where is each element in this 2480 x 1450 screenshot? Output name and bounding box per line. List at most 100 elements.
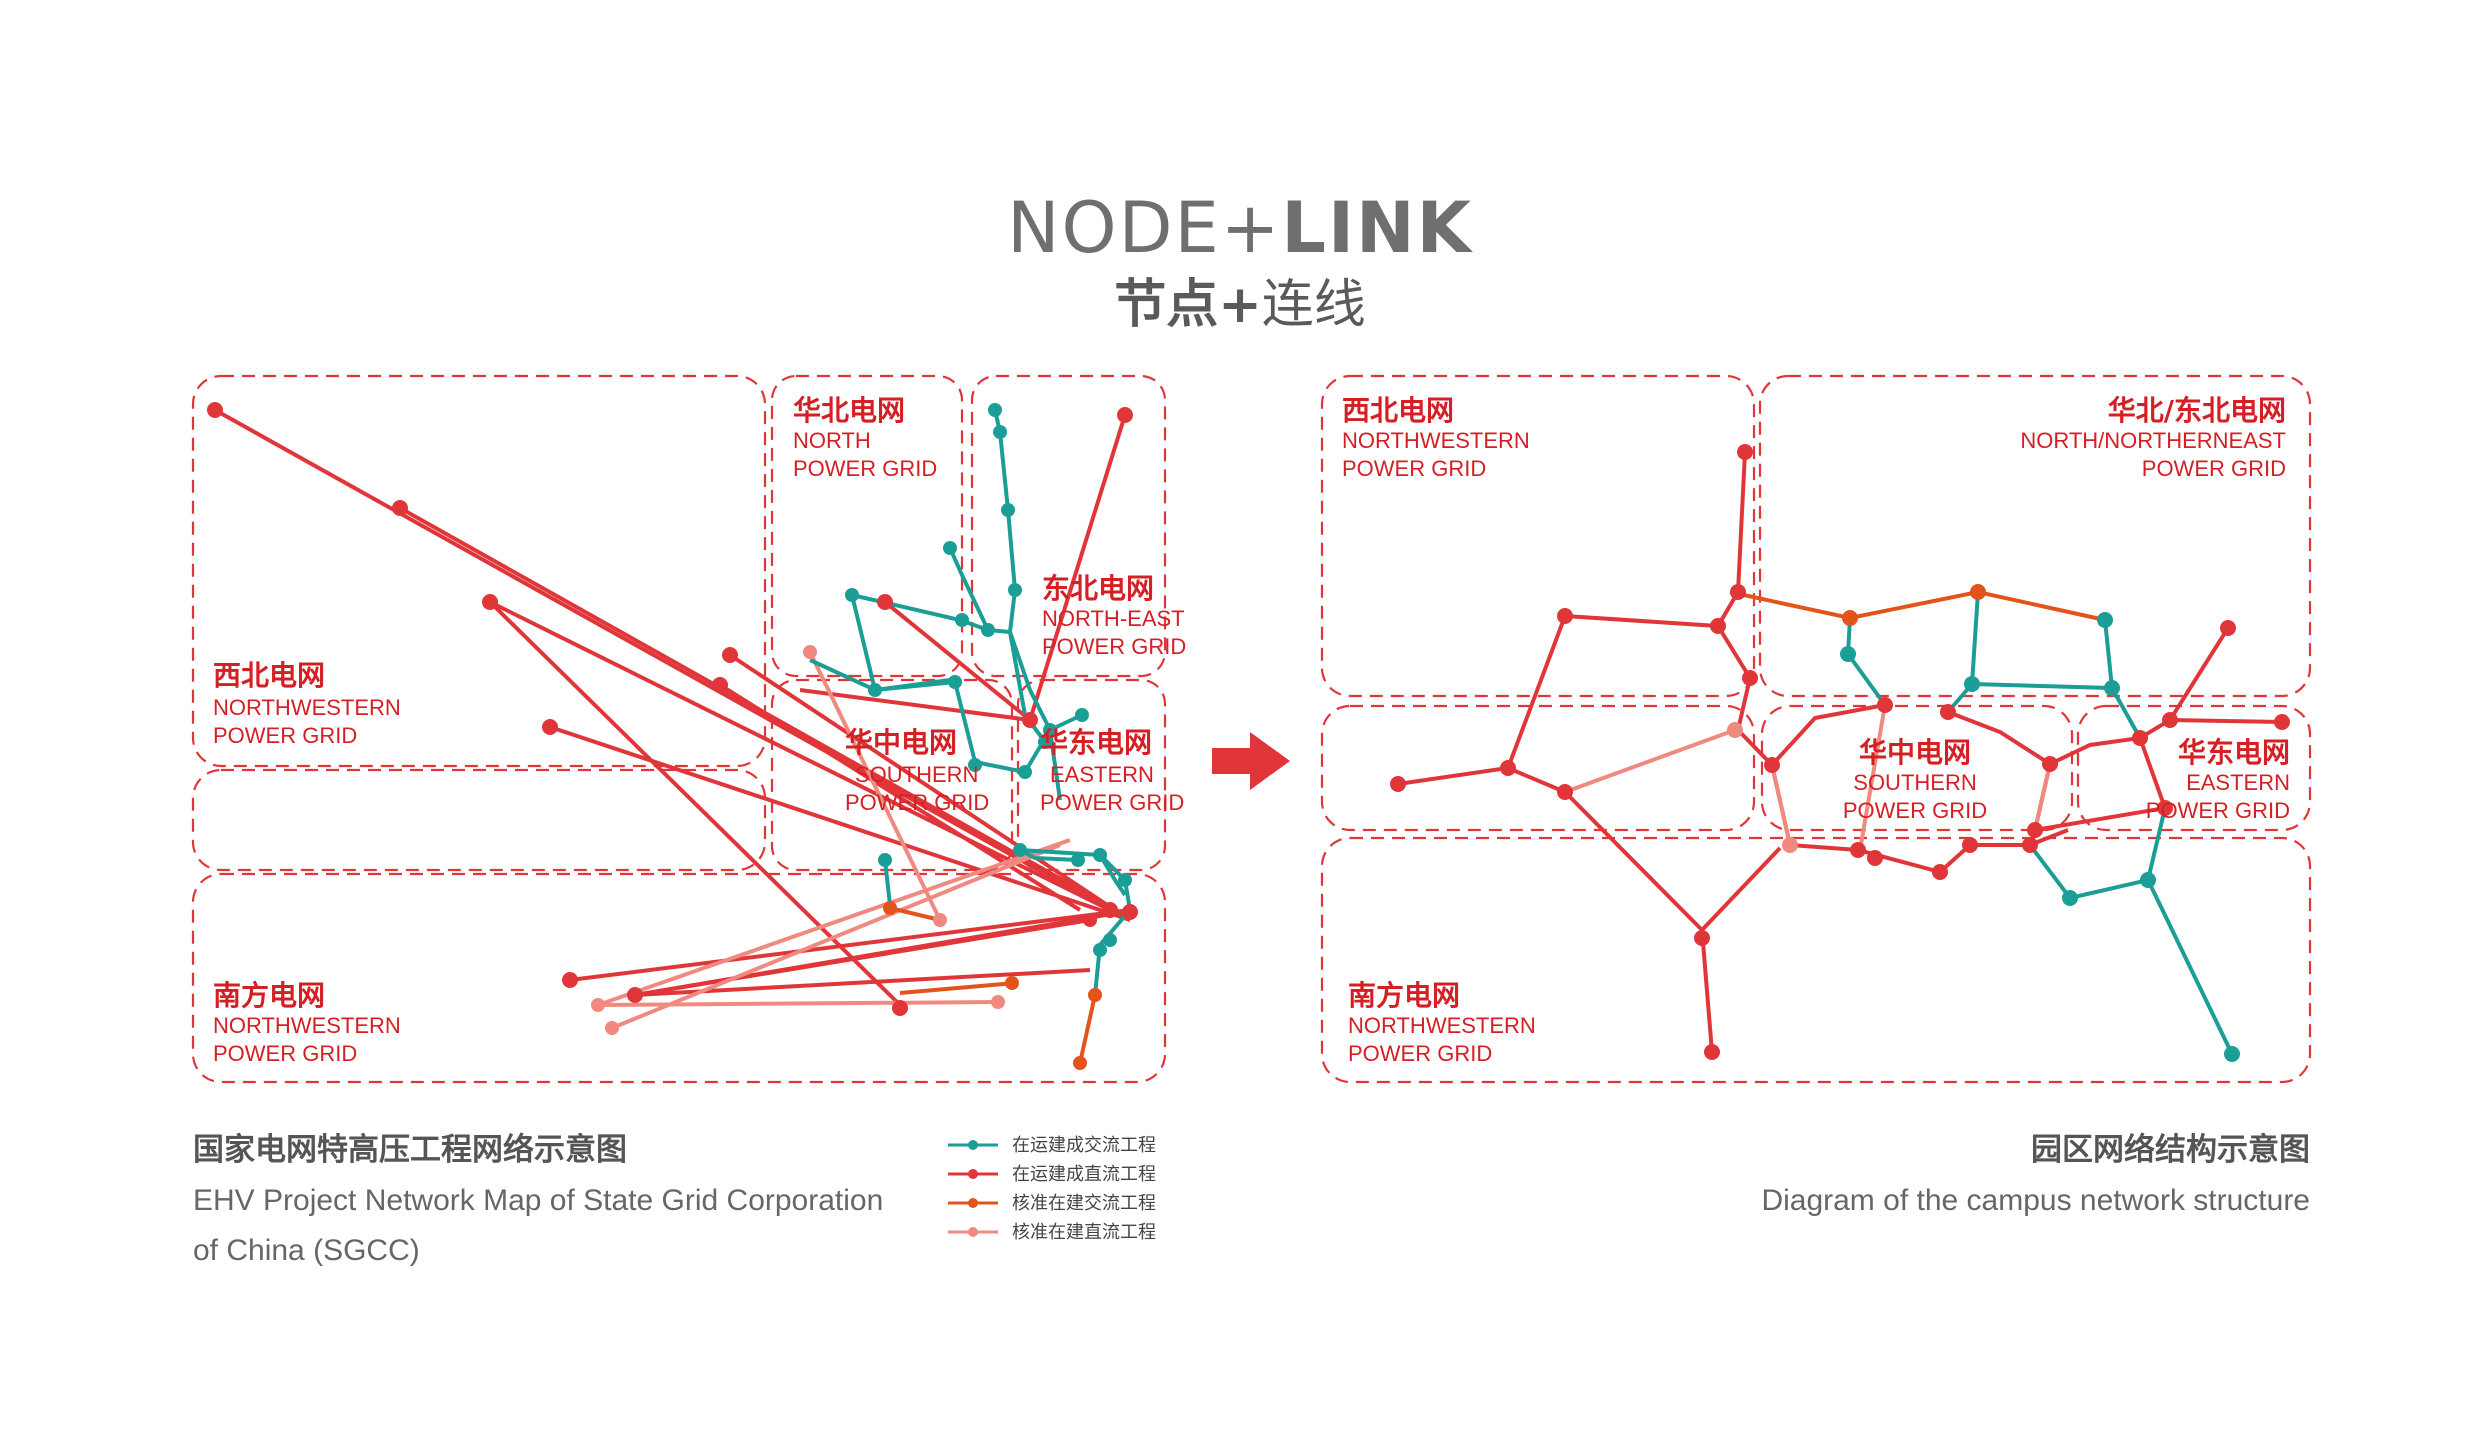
right-region-box-east [2076, 704, 2312, 832]
left-region-label-northwest: 西北电网 NORTHWESTERN POWER GRID [213, 659, 401, 748]
left-dc-approved-links [597, 651, 1071, 1030]
node-dc [1122, 904, 1138, 920]
node-ac [1001, 503, 1015, 517]
node-dc [1500, 760, 1516, 776]
node-dc [892, 1000, 908, 1016]
transform-arrow-icon [1212, 732, 1290, 790]
node-dc [1710, 618, 1726, 634]
legend-label: 在运建成交流工程 [1012, 1135, 1156, 1156]
node-dc [2220, 620, 2236, 636]
region-en: NORTH-EAST [1042, 606, 1185, 631]
dc-approved-link [597, 838, 1071, 1007]
node-ac [868, 683, 882, 697]
left-region-box-north [770, 374, 964, 678]
node-dc [712, 677, 728, 693]
region-zh: 南方电网 [213, 979, 325, 1012]
dc-approved-link [1564, 728, 1736, 794]
region-en: EASTERN [1050, 762, 1154, 787]
node-ac [1093, 848, 1107, 862]
left-caption-en-line2: of China (SGCC) [193, 1234, 420, 1267]
node-dc [1704, 1044, 1720, 1060]
region-en: SOUTHERN [1853, 770, 1976, 795]
dc-link [1028, 414, 1127, 721]
left-region-box-east [1016, 678, 1167, 872]
ac-link [1971, 619, 2115, 691]
node-dc [1867, 850, 1883, 866]
node-dc [1730, 584, 1746, 600]
ac-link [1946, 591, 1980, 714]
node-dc [1390, 776, 1406, 792]
region-en: POWER GRID [1342, 456, 1486, 481]
node-ac [943, 541, 957, 555]
dc-link [1770, 703, 1886, 767]
right-region-box-northwest [1320, 374, 1756, 698]
legend-swatch-dot [968, 1198, 978, 1208]
node-ac [2097, 612, 2113, 628]
region-en: POWER GRID [793, 456, 937, 481]
subtitle-node: 节点+ [1114, 275, 1262, 335]
region-en: NORTHWESTERN [1348, 1013, 1536, 1038]
node-dc [1850, 842, 1866, 858]
ac-link [2146, 807, 2167, 881]
legend: 在运建成交流工程 在运建成直流工程 核准在建交流工程 核准在建直流工程 [948, 1135, 1156, 1243]
dc-link [1716, 624, 1774, 767]
right-region-box-south [1320, 836, 2312, 1084]
node-dc-approved [933, 913, 947, 927]
ac-approved-link [1729, 589, 2106, 622]
node-ac [968, 758, 982, 772]
node-ac-approved [1842, 610, 1858, 626]
region-en: POWER GRID [1843, 798, 1987, 823]
node-ac [1071, 853, 1085, 867]
node-ac [845, 588, 859, 602]
left-nodes [207, 402, 1138, 1070]
region-en: POWER GRID [845, 790, 989, 815]
node-dc [722, 647, 738, 663]
node-dc [1940, 704, 1956, 720]
node-ac-approved [1970, 584, 1986, 600]
legend-item-ac-approved: 核准在建交流工程 [948, 1193, 1156, 1214]
region-zh: 南方电网 [1348, 979, 1460, 1012]
left-region-box-northwest [191, 374, 767, 768]
region-en: POWER GRID [2142, 456, 2286, 481]
dc-link [2138, 737, 2167, 809]
node-dc [2042, 756, 2058, 772]
node-dc [1022, 712, 1038, 728]
node-dc-approved [591, 998, 605, 1012]
node-ac-approved [1005, 976, 1019, 990]
node-dc [2157, 800, 2173, 816]
dc-link [728, 653, 1132, 922]
node-ac-approved [1073, 1056, 1087, 1070]
dc-link [2034, 806, 2166, 832]
region-en: POWER GRID [1042, 634, 1186, 659]
region-en: NORTHWESTERN [213, 695, 401, 720]
node-ac [1840, 646, 1856, 662]
dc-link [489, 600, 1131, 922]
dc-link [799, 688, 1031, 722]
ac-link [993, 409, 1062, 801]
node-dc [482, 594, 498, 610]
right-caption-zh: 园区网络结构示意图 [2031, 1132, 2310, 1168]
legend-label: 核准在建交流工程 [1012, 1193, 1156, 1214]
right-region-box-central [1760, 704, 2074, 832]
node-dc [1877, 697, 1893, 713]
legend-swatch-dot [968, 1227, 978, 1237]
region-en: NORTHWESTERN [213, 1013, 401, 1038]
node-dc [1737, 444, 1753, 460]
legend-label: 在运建成直流工程 [1012, 1164, 1156, 1185]
right-dc-approved-links [1564, 704, 2052, 851]
node-dc [1557, 608, 1573, 624]
right-region-label-northwest: 西北电网 NORTHWESTERN POWER GRID [1342, 394, 1530, 481]
legend-item-dc-approved: 核准在建直流工程 [948, 1222, 1156, 1243]
dc-link [569, 908, 1131, 982]
dc-link [2169, 718, 2283, 724]
title-node: NODE+ [1007, 187, 1281, 269]
region-zh: 西北电网 [1342, 394, 1454, 427]
region-en: POWER GRID [2146, 798, 2290, 823]
left-region-label-south: 南方电网 NORTHWESTERN POWER GRID [213, 979, 401, 1066]
node-ac [1964, 676, 1980, 692]
right-region-box-north-northeast [1758, 374, 2312, 698]
region-zh: 西北电网 [213, 659, 325, 692]
node-ac [1013, 843, 1027, 857]
dc-link [634, 918, 1091, 997]
node-dc [1694, 930, 1710, 946]
